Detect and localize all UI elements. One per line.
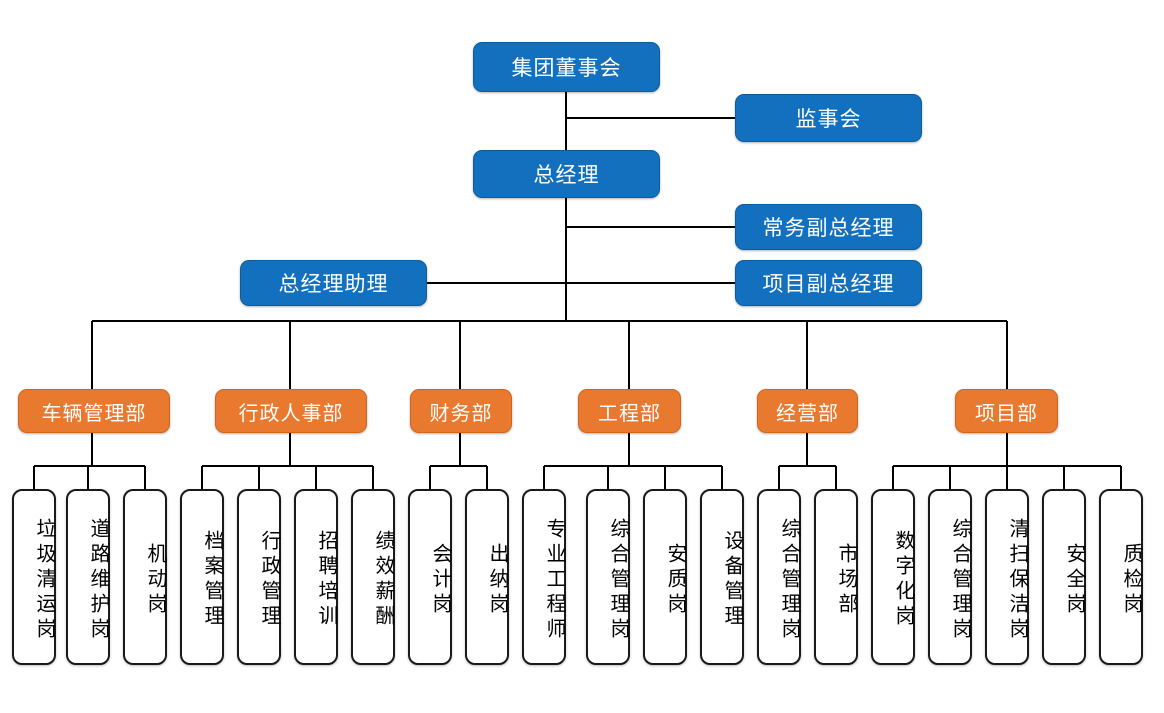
position-node-2-1[interactable]: 出纳岗 [465, 489, 509, 665]
exec-node-supervisory-board[interactable]: 监事会 [735, 94, 922, 142]
position-node-0-2[interactable]: 机动岗 [123, 489, 167, 665]
position-node-5-1[interactable]: 综合管理岗 [928, 489, 972, 665]
position-node-3-3[interactable]: 设备管理 [700, 489, 744, 665]
position-node-1-3[interactable]: 绩效薪酬 [351, 489, 395, 665]
position-node-1-1[interactable]: 行政管理 [237, 489, 281, 665]
position-node-1-0[interactable]: 档案管理 [180, 489, 224, 665]
department-node-1[interactable]: 行政人事部 [215, 389, 367, 433]
position-node-5-3[interactable]: 安全岗 [1042, 489, 1086, 665]
position-node-1-2[interactable]: 招聘培训 [294, 489, 338, 665]
department-node-0[interactable]: 车辆管理部 [18, 389, 170, 433]
department-node-3[interactable]: 工程部 [578, 389, 681, 433]
position-node-3-2[interactable]: 安质岗 [643, 489, 687, 665]
position-node-5-4[interactable]: 质检岗 [1099, 489, 1143, 665]
position-node-4-1[interactable]: 市场部 [814, 489, 858, 665]
exec-node-project-deputy-gm[interactable]: 项目副总经理 [735, 260, 922, 306]
department-node-5[interactable]: 项目部 [955, 389, 1058, 433]
position-node-2-0[interactable]: 会计岗 [408, 489, 452, 665]
position-node-0-1[interactable]: 道路维护岗 [66, 489, 110, 665]
exec-node-board[interactable]: 集团董事会 [473, 42, 660, 92]
position-node-5-0[interactable]: 数字化岗 [871, 489, 915, 665]
department-node-2[interactable]: 财务部 [410, 389, 512, 433]
position-node-5-2[interactable]: 清扫保洁岗 [985, 489, 1029, 665]
exec-node-general-manager[interactable]: 总经理 [473, 150, 660, 198]
position-node-4-0[interactable]: 综合管理岗 [757, 489, 801, 665]
position-node-0-0[interactable]: 垃圾清运岗 [12, 489, 56, 665]
exec-node-executive-deputy-gm[interactable]: 常务副总经理 [735, 204, 922, 250]
exec-node-gm-assistant[interactable]: 总经理助理 [240, 260, 427, 306]
position-node-3-0[interactable]: 专业工程师 [522, 489, 566, 665]
department-node-4[interactable]: 经营部 [757, 389, 858, 433]
position-node-3-1[interactable]: 综合管理岗 [586, 489, 630, 665]
